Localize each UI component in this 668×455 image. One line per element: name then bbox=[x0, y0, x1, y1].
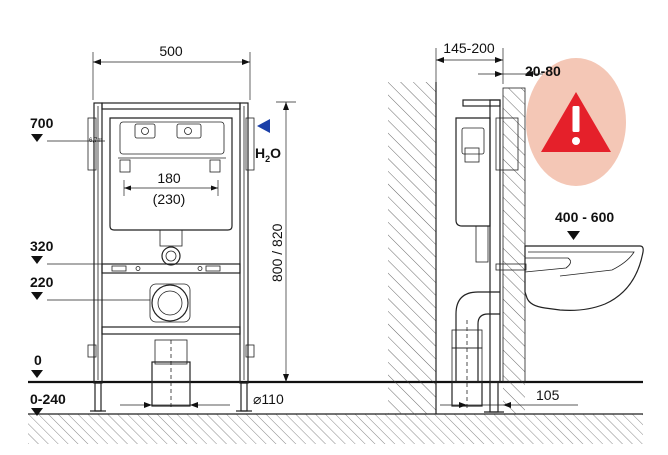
tile-thickness-label: 20-80 bbox=[525, 63, 561, 79]
water-arrow-icon bbox=[257, 119, 270, 133]
small-dim-label: 6,7m bbox=[89, 138, 102, 144]
level-0-240-arrow bbox=[31, 408, 43, 416]
level-320-label: 320 bbox=[30, 238, 54, 254]
height-label: 800 / 820 bbox=[269, 223, 285, 282]
depth-label: 145-200 bbox=[443, 40, 495, 56]
level-markers: 700 320 220 0 0-240 bbox=[30, 115, 150, 416]
level-700-label: 700 bbox=[30, 115, 54, 131]
level-0-arrow bbox=[31, 370, 43, 378]
side-view: 145-200 105 bbox=[388, 40, 644, 414]
level-0-label: 0 bbox=[34, 352, 42, 368]
flush-width-label: 180 bbox=[157, 170, 181, 186]
bowl-height-label: 400 - 600 bbox=[555, 209, 614, 225]
offset-label: 105 bbox=[536, 387, 560, 403]
warning-badge: 20-80 bbox=[525, 58, 626, 186]
width-label: 500 bbox=[159, 43, 183, 59]
bowl-height-arrow bbox=[567, 231, 580, 240]
level-700-arrow bbox=[31, 134, 43, 142]
height-dimension: 800 / 820 bbox=[269, 101, 296, 382]
level-0-240-label: 0-240 bbox=[30, 391, 66, 407]
ground bbox=[28, 380, 643, 444]
pipe-diameter-label: ⌀110 bbox=[253, 391, 284, 407]
toilet-bowl bbox=[524, 245, 644, 311]
flush-width-alt-label: (230) bbox=[153, 191, 186, 207]
front-frame: 500 6,7m 180 (230) bbox=[87, 43, 284, 412]
level-220-label: 220 bbox=[30, 274, 54, 290]
water-supply-marker: H2O bbox=[255, 119, 281, 164]
level-220-arrow bbox=[31, 292, 43, 300]
level-320-arrow bbox=[31, 256, 43, 264]
water-label: H2O bbox=[255, 145, 281, 164]
